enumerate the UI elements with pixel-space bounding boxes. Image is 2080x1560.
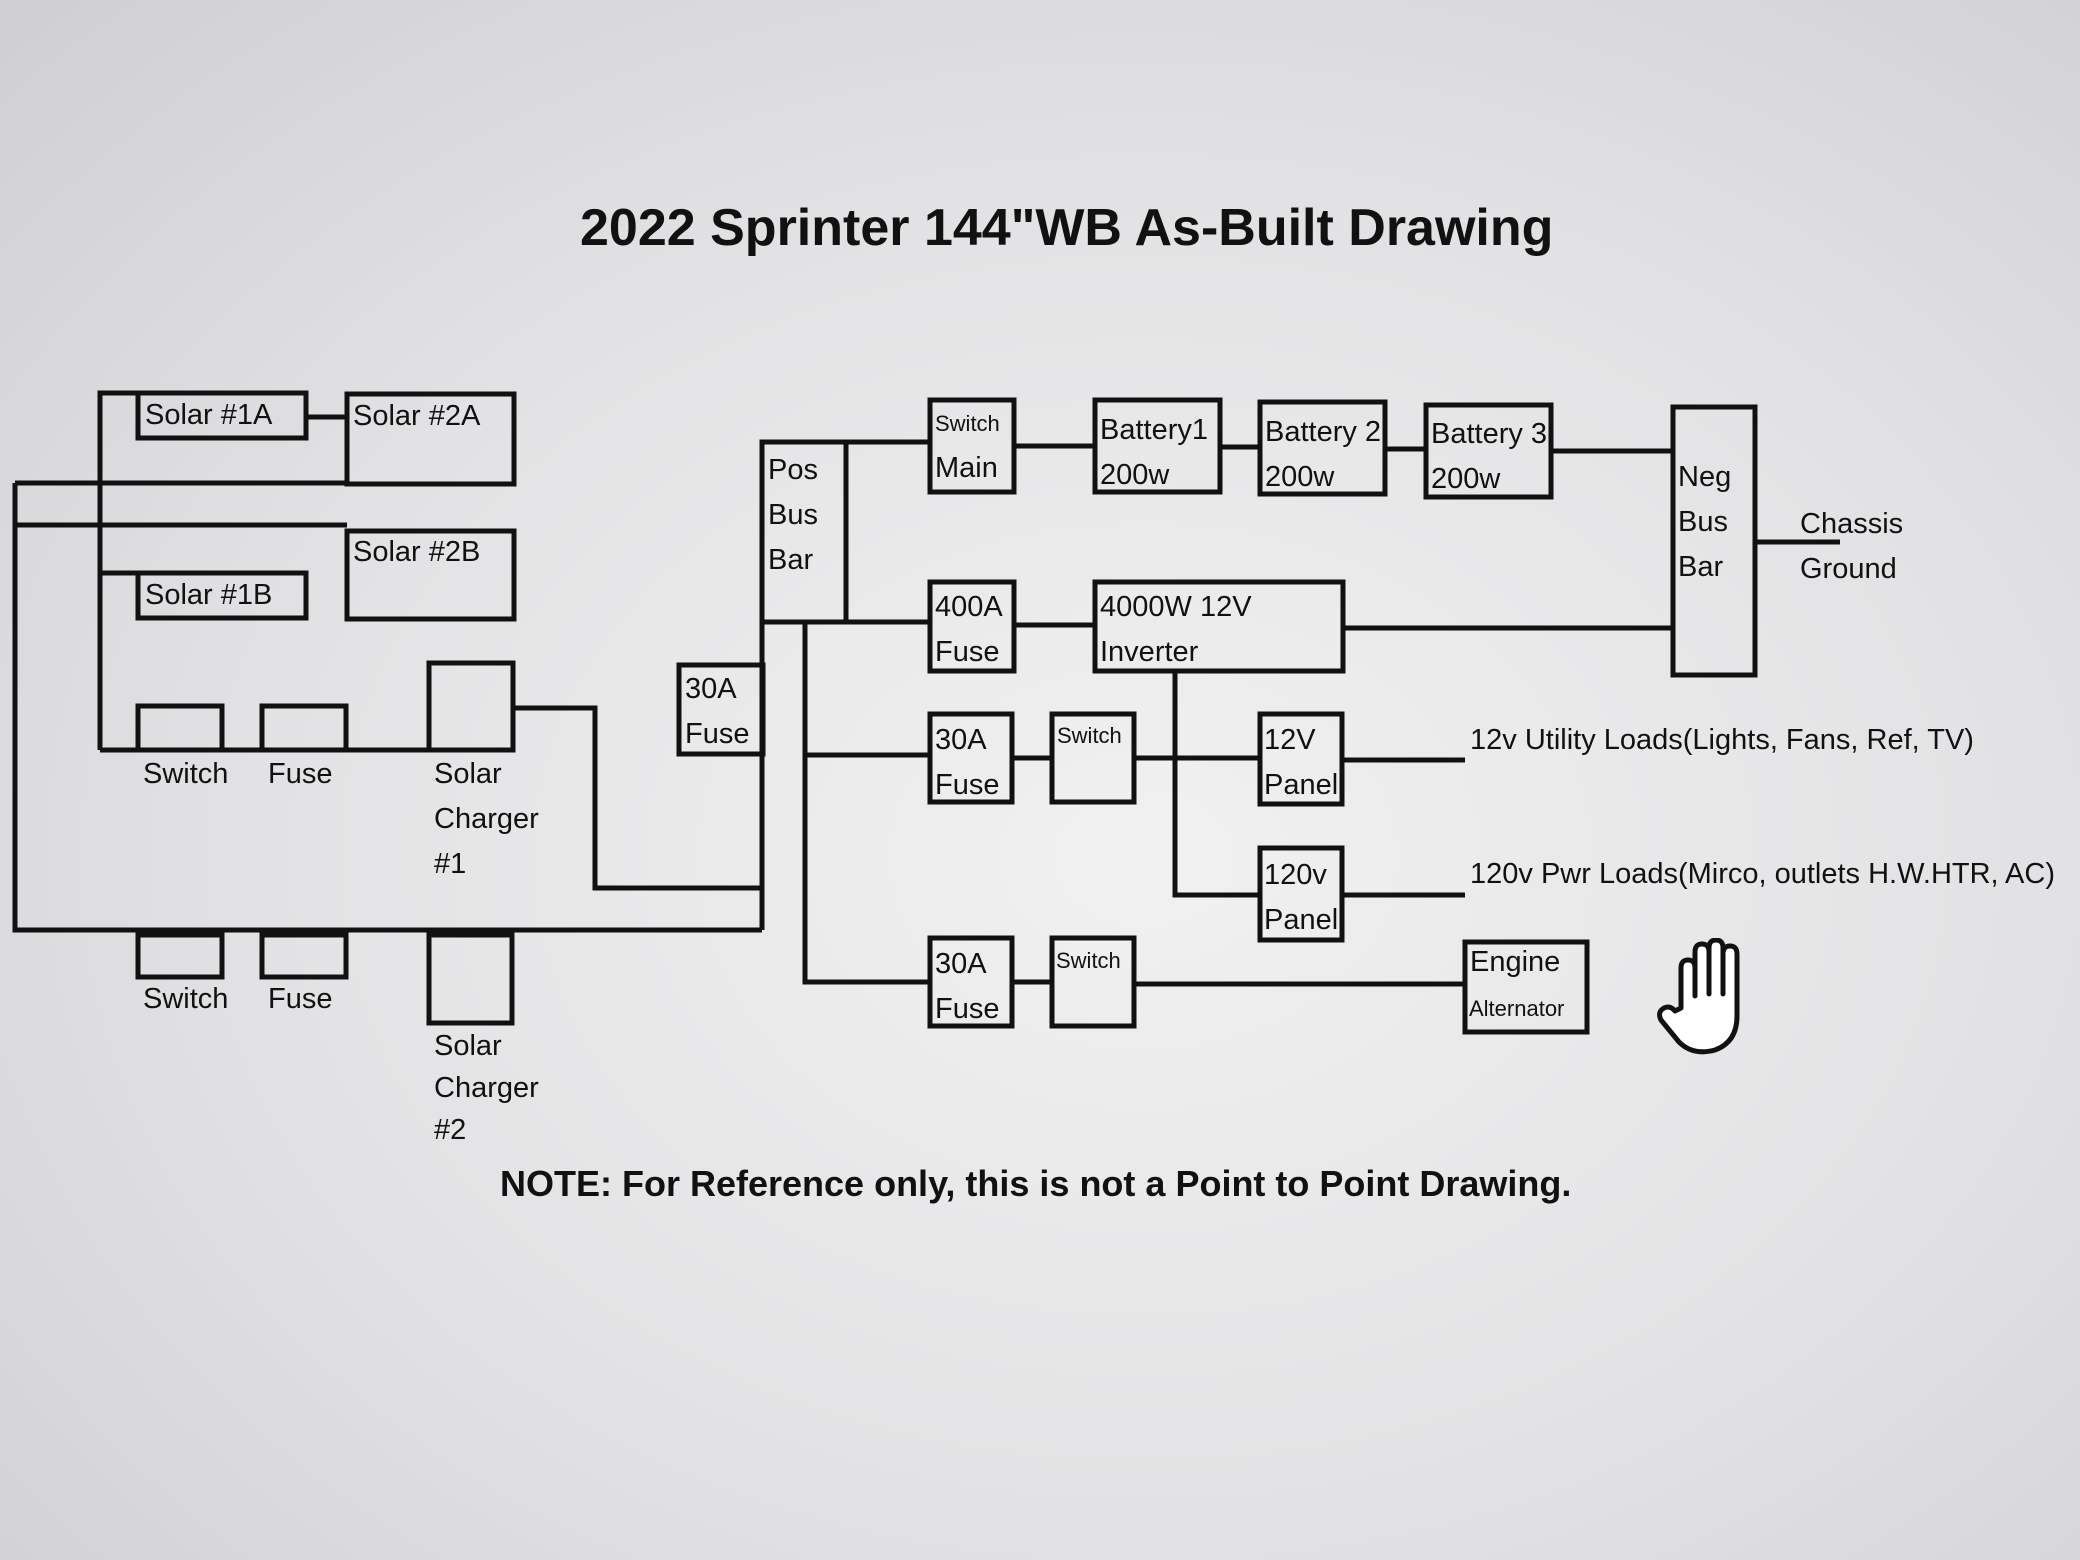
solar-charger-2-box: [426, 932, 515, 1026]
engine-alternator-box: [1462, 939, 1590, 1035]
branch-12v-fuse-label: 30A Fuse: [935, 724, 1000, 801]
switch-main-bottom-label: Main: [935, 452, 998, 484]
panel-120v-label: 120v Panel: [1264, 859, 1339, 936]
solar-1a-label: Solar #1A: [145, 399, 273, 431]
engine-label: Engine: [1470, 946, 1561, 978]
fuse-400a-label: 400A Fuse: [935, 591, 1003, 668]
solar-charger-2-label: Solar Charger #2: [434, 1030, 539, 1146]
reference-note: NOTE: For Reference only, this is not a …: [500, 1163, 1572, 1204]
battery-2-label: Battery 2 200w: [1265, 416, 1382, 493]
string1-fuse-box: [259, 703, 349, 753]
chassis-ground-label: Chassis Ground: [1800, 508, 1904, 585]
solar-2b-box: [344, 528, 517, 622]
string1-fuse-label: Fuse: [268, 758, 333, 790]
solar-2a-label: Solar #2A: [353, 400, 481, 432]
battery-1-label: Battery1 200w: [1100, 414, 1208, 491]
string2-switch-box: [135, 932, 225, 980]
battery-3-label: Battery 3 200w: [1431, 418, 1548, 495]
fuse-30a-main-label: 30A Fuse: [685, 673, 750, 750]
string2-fuse-label: Fuse: [268, 983, 333, 1015]
panel-12v-label: 12V Panel: [1264, 724, 1339, 801]
inverter-label: 4000W 12V Inverter: [1100, 591, 1252, 668]
solar-2a-box: [344, 391, 517, 487]
diagram-title: 2022 Sprinter 144"WB As-Built Drawing: [580, 199, 1554, 257]
solar-1b-label: Solar #1B: [145, 579, 273, 611]
string1-switch-label: Switch: [143, 758, 229, 790]
solar-1b-box: [135, 570, 309, 621]
solar-2b-label: Solar #2B: [353, 536, 481, 568]
string2-switch-label: Switch: [143, 983, 229, 1015]
string1-switch-box: [135, 703, 225, 753]
string2-fuse-box: [259, 932, 349, 980]
branch-alt-switch-label: Switch: [1056, 948, 1121, 973]
loads-120v-label: 120v Pwr Loads(Mirco, outlets H.W.HTR, A…: [1470, 858, 2055, 890]
pos-bus-bar-label: Pos Bus Bar: [768, 454, 818, 576]
loads-12v-label: 12v Utility Loads(Lights, Fans, Ref, TV): [1470, 724, 1974, 756]
neg-bus-bar-label: Neg Bus Bar: [1678, 461, 1732, 583]
switch-main-top-label: Switch: [935, 411, 1000, 436]
hand-pointer-icon: [1655, 938, 1765, 1058]
solar-charger-1-label: Solar Charger #1: [434, 758, 539, 880]
branch-alt-fuse-label: 30A Fuse: [935, 948, 1000, 1025]
branch-12v-switch-label: Switch: [1057, 723, 1122, 748]
solar-charger-1-box: [426, 660, 516, 753]
alternator-label: Alternator: [1469, 996, 1565, 1021]
